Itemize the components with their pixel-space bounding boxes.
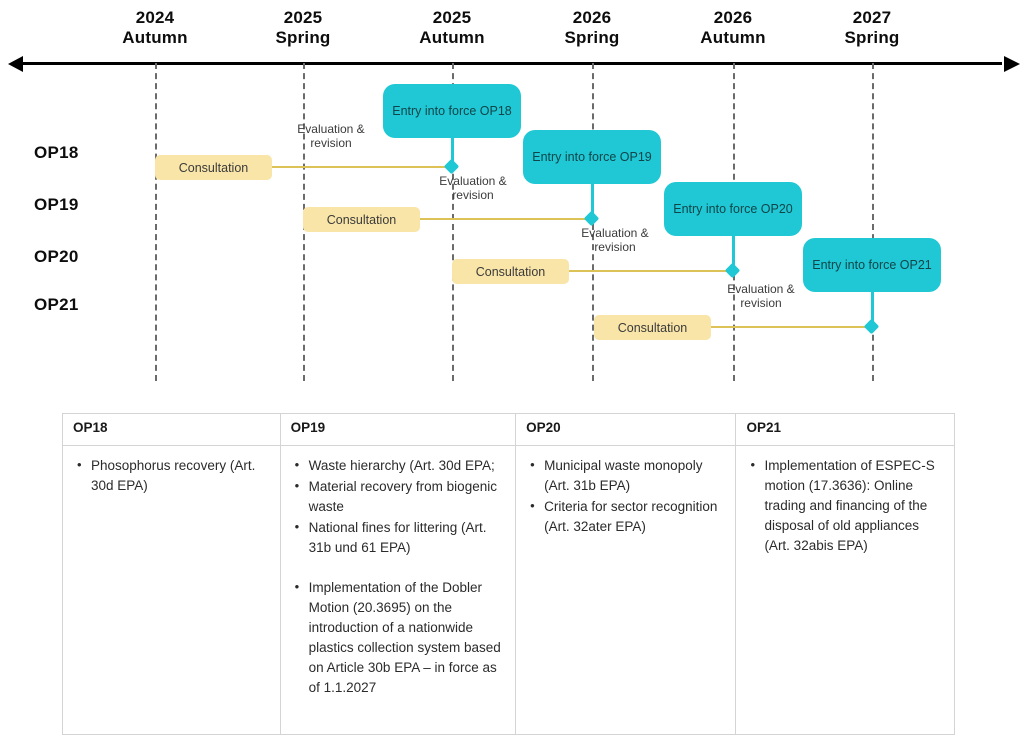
table-body: Phosophorus recovery (Art. 30d EPA) Waste… — [62, 445, 955, 735]
evaluation-line-op21 — [710, 326, 873, 328]
bullet-list-op20: Municipal waste monopoly (Art. 31b EPA)C… — [522, 455, 723, 537]
evaluation-line-op18 — [271, 166, 453, 168]
list-item: Phosophorus recovery (Art. 30d EPA) — [69, 455, 268, 496]
timeline-axis-arrow-left-icon — [8, 56, 23, 72]
row-label-op20: OP20 — [34, 247, 79, 266]
list-item: Waste hierarchy (Art. 30d EPA; — [287, 455, 503, 476]
consultation-bar-op20[interactable]: Consultation — [452, 259, 569, 284]
table-cell-op20: Municipal waste monopoly (Art. 31b EPA)C… — [515, 445, 737, 735]
table-row: Phosophorus recovery (Art. 30d EPA) Waste… — [62, 445, 955, 735]
period-year: 2027 — [852, 8, 892, 27]
period-season: Autumn — [122, 28, 188, 47]
table-header-op18: OP18 — [62, 413, 281, 446]
milestone-stem-op20 — [732, 236, 735, 271]
period-season: Autumn — [700, 28, 766, 47]
period-year: 2025 — [283, 8, 323, 27]
evaluation-label-op20: Evaluation & revision — [581, 226, 649, 254]
period-season: Spring — [564, 28, 620, 47]
milestone-callout-op20[interactable]: Entry into force OP20 — [664, 182, 802, 236]
list-item: Material recovery from biogenic waste — [287, 476, 503, 517]
gridline-5 — [872, 63, 874, 381]
period-year: 2026 — [713, 8, 753, 27]
consultation-bar-op19[interactable]: Consultation — [303, 207, 420, 232]
period-season: Spring — [275, 28, 331, 47]
milestone-diamond-op18 — [443, 158, 460, 175]
list-item: National fines for littering (Art. 31b u… — [287, 517, 503, 558]
list-item: Implementation of the Dobler Motion (20.… — [287, 577, 503, 698]
milestone-callout-op18[interactable]: Entry into force OP18 — [383, 84, 521, 138]
list-item: Implementation of ESPEC-S motion (17.363… — [742, 455, 942, 556]
milestone-callout-op21[interactable]: Entry into force OP21 — [803, 238, 941, 292]
evaluation-line-op19 — [419, 218, 593, 220]
milestone-stem-op19 — [591, 184, 594, 219]
milestone-diamond-op21 — [863, 318, 880, 335]
bullet-list-op18: Phosophorus recovery (Art. 30d EPA) — [69, 455, 268, 496]
milestone-diamond-op19 — [583, 210, 600, 227]
consultation-bar-op18[interactable]: Consultation — [155, 155, 272, 180]
list-item: Municipal waste monopoly (Art. 31b EPA) — [522, 455, 723, 496]
period-season: Spring — [844, 28, 900, 47]
table-cell-op19: Waste hierarchy (Art. 30d EPA;Material r… — [279, 445, 517, 735]
row-label-op19: OP19 — [34, 195, 79, 214]
gridline-2 — [452, 63, 454, 381]
milestone-diamond-op20 — [724, 262, 741, 279]
evaluation-label-op19: Evaluation & revision — [439, 174, 507, 202]
period-year: 2024 — [135, 8, 175, 27]
row-label-op21: OP21 — [34, 295, 79, 314]
milestone-stem-op21 — [871, 292, 874, 327]
period-year: 2025 — [432, 8, 472, 27]
bullet-list-op21: Implementation of ESPEC-S motion (17.363… — [742, 455, 942, 556]
bullet-list-op19: Waste hierarchy (Art. 30d EPA;Material r… — [287, 455, 503, 698]
evaluation-label-op21: Evaluation & revision — [727, 282, 795, 310]
period-year: 2026 — [572, 8, 612, 27]
milestone-callout-op19[interactable]: Entry into force OP19 — [523, 130, 661, 184]
row-label-op18: OP18 — [34, 143, 79, 162]
evaluation-label-op18: Evaluation & revision — [297, 122, 365, 150]
consultation-bar-op21[interactable]: Consultation — [594, 315, 711, 340]
timeline-axis-arrow-right-icon — [1004, 56, 1020, 72]
table-cell-op18: Phosophorus recovery (Art. 30d EPA) — [62, 445, 281, 735]
list-item: Criteria for sector recognition (Art. 32… — [522, 496, 723, 537]
milestone-stem-op18 — [451, 138, 454, 167]
period-season: Autumn — [419, 28, 485, 47]
table-header-op21: OP21 — [735, 413, 955, 446]
table-header-op20: OP20 — [515, 413, 737, 446]
table-cell-op21: Implementation of ESPEC-S motion (17.363… — [735, 445, 955, 735]
timeline-axis-line — [22, 62, 1002, 65]
table-header-op19: OP19 — [279, 413, 517, 446]
evaluation-line-op20 — [568, 270, 734, 272]
gridline-0 — [155, 63, 157, 381]
